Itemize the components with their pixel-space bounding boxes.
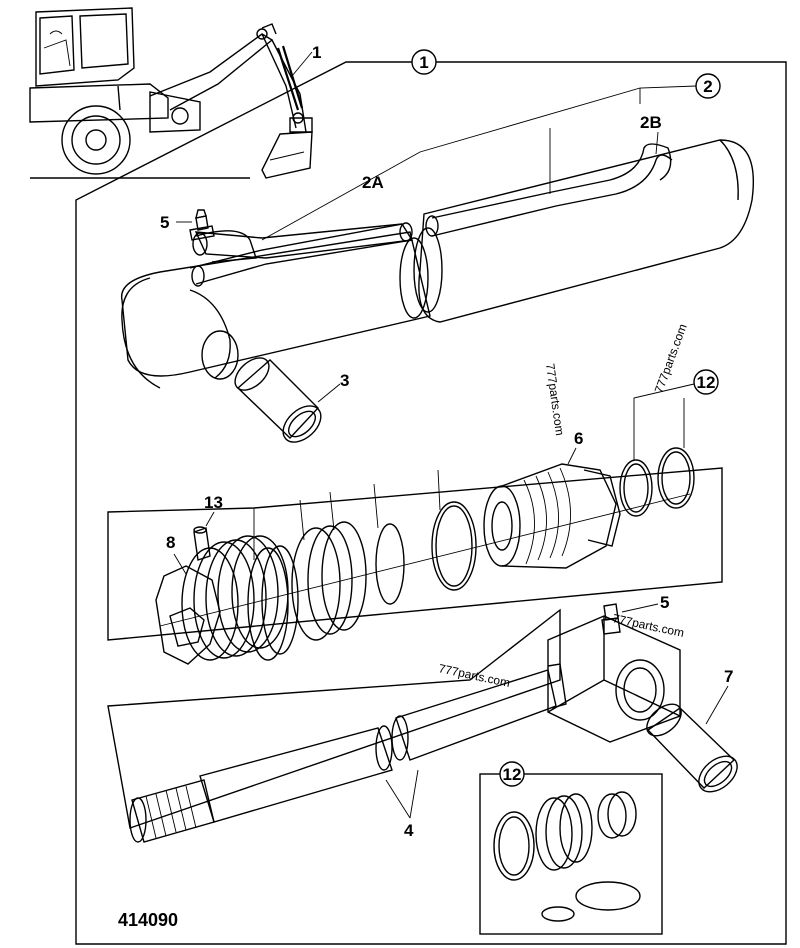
- svg-text:12: 12: [503, 765, 522, 784]
- assembly-frame: [75, 61, 787, 945]
- piston-6: [483, 463, 621, 569]
- rod-thread: [129, 779, 215, 843]
- callout-12-box: 12: [499, 761, 525, 787]
- drawing-number: 414090: [118, 910, 178, 930]
- callout-label: 3: [340, 371, 349, 390]
- callout-label: 2A: [362, 173, 384, 192]
- watermark: 777parts.com: [543, 362, 567, 436]
- seal-rings: [247, 501, 477, 661]
- rod-section-front: [395, 669, 557, 761]
- leader-line: [173, 553, 187, 575]
- rod-assembly-panel: [107, 608, 561, 829]
- machine-thumbnail: [29, 7, 313, 179]
- callout-label: 2B: [640, 113, 662, 132]
- callout-label: 13: [204, 493, 223, 512]
- svg-text:2: 2: [703, 77, 712, 96]
- leader-line: [385, 769, 419, 819]
- callout-label: 4: [404, 821, 414, 840]
- leader-line: [291, 51, 313, 77]
- pin-13: [193, 526, 211, 561]
- callout-2: 2: [695, 73, 721, 99]
- bushing-3: [234, 357, 322, 443]
- bushing-7: [646, 703, 738, 793]
- callout-label: 8: [166, 533, 175, 552]
- seal-kit-box: [479, 773, 663, 935]
- callout-1: 1: [411, 49, 437, 75]
- gland-8: [155, 535, 289, 665]
- callout-label: 5: [660, 593, 669, 612]
- callout-label: 5: [160, 213, 169, 232]
- grease-nipple-top: [189, 209, 215, 241]
- callout-label: 7: [724, 667, 733, 686]
- leader-line: [317, 383, 341, 403]
- callout-12-top: 12: [693, 369, 719, 395]
- callout-label: 6: [574, 429, 583, 448]
- centerline: [159, 493, 691, 627]
- leader-line: [705, 685, 729, 725]
- piston-assembly-panel: [107, 467, 723, 641]
- leader-line: [633, 383, 695, 460]
- seal-kit-parts: [493, 791, 641, 922]
- leader-lines: [253, 469, 441, 560]
- svg-text:1: 1: [419, 53, 428, 72]
- leader-line: [205, 511, 215, 527]
- watermark: 777parts.com: [437, 661, 511, 690]
- leader-line: [621, 603, 659, 613]
- svg-text:12: 12: [697, 373, 716, 392]
- wear-rings-12: [619, 447, 695, 517]
- rod-section-rear: [199, 727, 393, 823]
- leader-line: [655, 131, 659, 155]
- leader-line: [567, 447, 577, 465]
- cylinder-tube: [121, 139, 754, 389]
- watermark: 777parts.com: [652, 322, 690, 395]
- grease-nipple-rod: [601, 603, 621, 635]
- leader-line: [261, 85, 697, 241]
- callout-label: 1: [312, 43, 321, 62]
